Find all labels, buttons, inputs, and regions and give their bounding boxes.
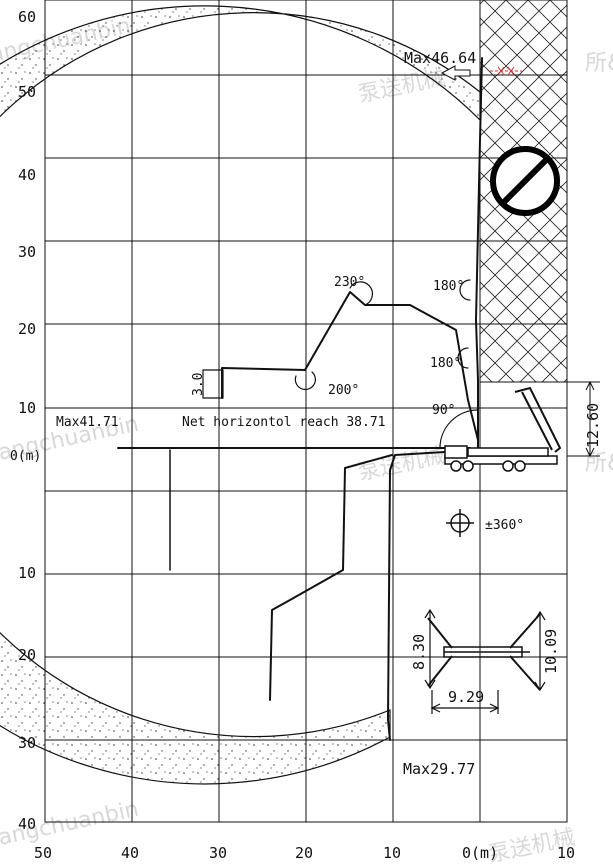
y-tick-label: 50 — [18, 83, 36, 101]
angle-label-230: 230° — [334, 275, 365, 290]
y-tick-label: 20 — [18, 646, 36, 664]
angle-label-180-upper: 180° — [433, 279, 464, 294]
angle-label-90: 90° — [432, 403, 455, 418]
rotation-symbol — [446, 509, 474, 537]
y-tick-label: 30 — [18, 734, 36, 752]
truck-wheel — [450, 460, 462, 472]
reach-envelope-band — [0, 5, 481, 785]
annotations: Max46.64 Max41.71 Net horizontol reach 3… — [56, 49, 602, 778]
grid — [44, 0, 568, 823]
y-tick-label: 40 — [18, 166, 36, 184]
max-reach-label: Max41.71 — [56, 415, 119, 430]
max-height-marker — [440, 65, 522, 81]
truck-boom-rest — [467, 447, 549, 457]
x-tick-label: 40 — [121, 844, 139, 862]
x-tick-label: 50 — [34, 844, 52, 862]
dimension-label-10-09: 10.09 — [542, 629, 560, 674]
outrigger-inset — [424, 608, 546, 714]
hinge-arc-200 — [294, 371, 316, 391]
hinge-arc-180-lower — [457, 347, 469, 369]
dimension-label-12-60: 12.60 — [584, 403, 602, 448]
y-axis-labels: 60 50 40 30 20 10 0(m) 10 20 30 40 — [10, 8, 41, 833]
watermark-text: 所& — [585, 51, 613, 76]
truck-cab — [444, 445, 468, 459]
dimension-label-3-0: 3.0 — [191, 373, 206, 396]
hinge-arc-180-upper — [459, 279, 471, 301]
boom-tip-box — [202, 369, 224, 399]
hinge-arc-90 — [439, 409, 479, 449]
truck-folded-boom-inner — [521, 391, 553, 451]
dimension-label-8-30: 8.30 — [410, 634, 428, 670]
x-tick-label: 20 — [295, 844, 313, 862]
y-tick-label: 10 — [18, 564, 36, 582]
max-height-label: Max46.64 — [404, 49, 476, 67]
x-tick-label: 10 — [557, 844, 575, 862]
boom-positions — [117, 57, 483, 741]
boom-lower-angled — [269, 454, 393, 701]
dimension-outrigger-height — [567, 380, 600, 458]
boom-vertical — [475, 57, 483, 456]
x-tick-label: 10 — [383, 844, 401, 862]
angle-label-200: 200° — [328, 383, 359, 398]
truck-wheel — [514, 460, 526, 472]
no-entry-sign — [490, 146, 560, 216]
y-tick-label: 20 — [18, 320, 36, 338]
dimension-label-9-29: 9.29 — [448, 688, 484, 706]
y-tick-label: 10 — [18, 399, 36, 417]
pump-truck — [444, 386, 562, 472]
y-axis-origin-label: 0(m) — [10, 449, 41, 464]
y-tick-label: 40 — [18, 815, 36, 833]
max-depth-label: Max29.77 — [403, 760, 475, 778]
rotation-label: ±360° — [485, 518, 524, 533]
x-tick-label: 0(m) — [462, 844, 498, 862]
boom-lower-vertical — [387, 449, 479, 741]
y-tick-label: 60 — [18, 8, 36, 26]
truck-wheel — [502, 460, 514, 472]
x-tick-label: 30 — [209, 844, 227, 862]
x-axis-labels: 50 40 30 20 10 0(m) 10 — [34, 844, 575, 862]
angle-label-180-lower: 180° — [430, 356, 461, 371]
truck-wheel — [462, 460, 474, 472]
hinge-arc-230 — [349, 281, 374, 306]
y-tick-label: 30 — [18, 243, 36, 261]
truck-folded-boom — [514, 386, 562, 453]
net-reach-label: Net horizontol reach 38.71 — [182, 415, 386, 430]
watermark-text: 泵送机械 — [356, 443, 447, 486]
